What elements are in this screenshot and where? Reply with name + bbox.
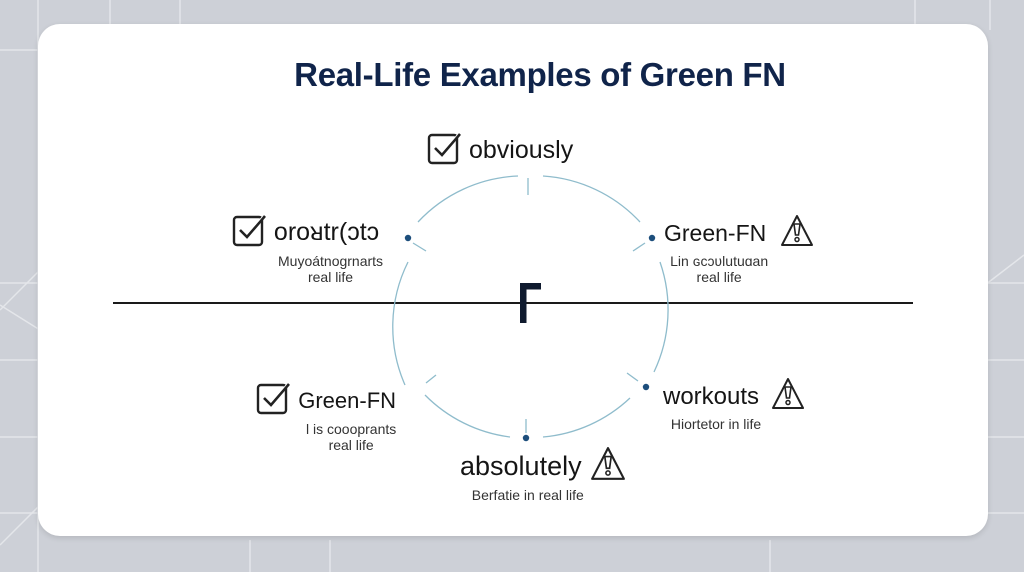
node-sub-line: Muyoátnogrnarts: [278, 253, 384, 269]
node-lower-right: workouts Hiortetor in life: [663, 377, 805, 432]
node-sub-line: Hiortetor in life: [670, 416, 762, 432]
node-dot-upper-right: [648, 234, 656, 242]
page-title: Real-Life Examples of Green FN: [294, 56, 786, 93]
checkbox-check-icon: [427, 130, 463, 171]
node-dot-upper-left: [404, 234, 412, 242]
node-upper-left: oroᴚtr(ɔtɔ Muyoátnogrnarts real life: [228, 212, 383, 285]
node-lower-left: Green-FN l is coooprants real life: [256, 380, 396, 453]
warning-triangle-icon: [771, 377, 805, 416]
node-label: Green-FN: [664, 220, 767, 246]
node-sub-line: l is coooprants: [306, 421, 397, 437]
node-sub-line: real life: [696, 269, 742, 285]
node-top: obviously: [427, 130, 573, 171]
center-f-glyph: [520, 283, 541, 323]
node-label: obviously: [469, 136, 574, 164]
warning-triangle-icon: [780, 214, 814, 253]
node-label: Green-FN: [298, 387, 397, 413]
node-dot-lower-right: [642, 383, 650, 391]
circle-arcs: [392, 175, 669, 438]
node-upper-right: Green-FN Lin ɢcɔʋlutuɑan real life: [664, 214, 814, 285]
node-sub-line: real life: [328, 437, 374, 453]
node-label: workouts: [663, 382, 760, 410]
checkbox-check-icon: [232, 212, 268, 253]
node-label: oroᴚtr(ɔtɔ: [273, 218, 380, 246]
node-bottom: absolutely Berfatie in real life: [460, 446, 626, 503]
node-sub-line: Lin ɢcɔʋlutuɑan: [670, 253, 769, 269]
warning-triangle-icon: [590, 446, 626, 487]
node-sub-line: Berfatie in real life: [471, 487, 584, 503]
checkbox-check-icon: [256, 380, 292, 421]
node-dot-bottom: [522, 434, 530, 442]
node-label: absolutely: [460, 451, 582, 481]
content-card: [38, 24, 988, 536]
node-sub-line: real life: [307, 269, 354, 285]
